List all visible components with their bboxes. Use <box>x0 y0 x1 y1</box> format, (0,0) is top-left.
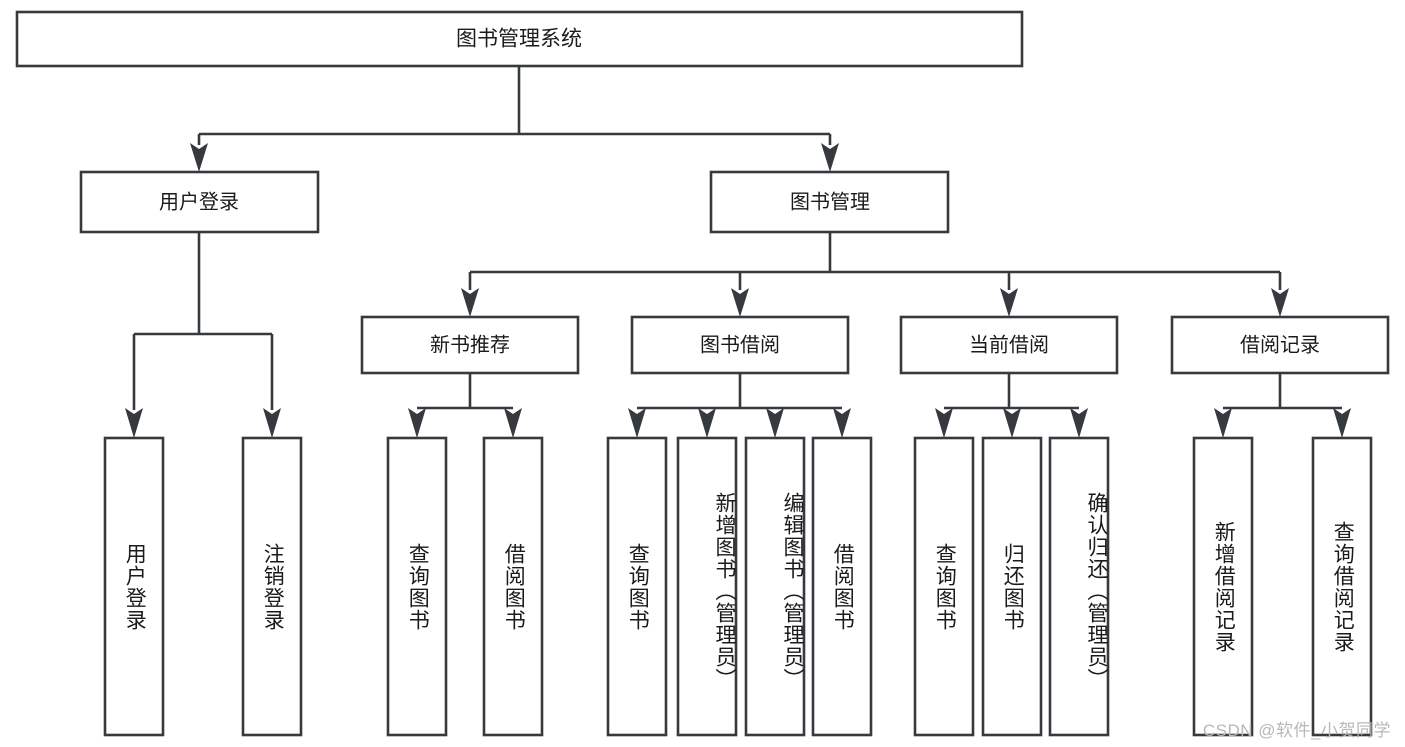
arrow-root-to-user-login <box>190 143 208 172</box>
arrow-new-book-leaf1 <box>408 408 426 438</box>
arrow-borrow-leaf1 <box>628 408 646 438</box>
arrow-book-mgmt-to-new-book <box>461 288 479 317</box>
node-book-borrow-box[interactable] <box>630 315 850 375</box>
leaf-current-borrow-1-box[interactable] <box>913 436 975 737</box>
leaf-current-borrow-2-box[interactable] <box>981 436 1043 737</box>
leaf-new-book-2-box[interactable] <box>482 436 544 737</box>
arrow-current-leaf1 <box>935 408 953 438</box>
watermark-text: CSDN @软件_小贺同学 <box>1202 721 1391 740</box>
node-root-box[interactable] <box>15 10 1024 68</box>
leaf-book-borrow-3-box[interactable] <box>744 436 806 737</box>
leaf-book-borrow-1-box[interactable] <box>606 436 668 737</box>
node-borrow-record-box[interactable] <box>1170 315 1390 375</box>
node-borrow-record-label: 借阅记录 <box>1240 333 1320 356</box>
node-current-borrow-box[interactable] <box>899 315 1119 375</box>
nodes-layer: 图书管理系统 用户登录 图书管理 新书推荐 图书借阅 当前借阅 借阅记录 <box>15 10 1390 737</box>
node-book-mgmt-label: 图书管理 <box>790 190 870 213</box>
arrow-user-login-leaf1 <box>125 408 143 438</box>
arrow-book-mgmt-to-current <box>1000 288 1018 317</box>
node-new-book-box[interactable] <box>360 315 580 375</box>
node-user-login-box[interactable] <box>79 170 320 234</box>
arrow-borrow-leaf4 <box>833 408 851 438</box>
node-root-label: 图书管理系统 <box>456 28 582 51</box>
arrow-new-book-leaf2 <box>504 408 522 438</box>
leaf-book-borrow-4-box[interactable] <box>811 436 873 737</box>
arrow-book-mgmt-to-borrow <box>731 288 749 317</box>
arrow-current-leaf2 <box>1003 408 1021 438</box>
node-current-borrow-label: 当前借阅 <box>969 333 1049 356</box>
leaf-borrow-record-2-box[interactable] <box>1311 436 1373 737</box>
arrow-borrow-leaf2 <box>698 408 716 438</box>
node-book-borrow-label: 图书借阅 <box>700 333 780 356</box>
node-user-login-label: 用户登录 <box>159 190 239 213</box>
arrow-root-to-book-mgmt <box>821 143 839 172</box>
leaf-book-borrow-2-box[interactable] <box>676 436 738 737</box>
arrow-current-leaf3 <box>1070 408 1088 438</box>
leaf-new-book-1-box[interactable] <box>386 436 448 737</box>
arrow-book-mgmt-to-record <box>1271 288 1289 317</box>
arrow-record-leaf2 <box>1333 408 1351 438</box>
arrow-record-leaf1 <box>1214 408 1232 438</box>
arrow-user-login-leaf2 <box>263 408 281 438</box>
leaf-current-borrow-3-box[interactable] <box>1048 436 1110 737</box>
node-book-mgmt-box[interactable] <box>709 170 950 234</box>
node-new-book-label: 新书推荐 <box>430 333 510 356</box>
leaf-user-login-1-box[interactable] <box>103 436 165 737</box>
edges-layer <box>125 66 1351 438</box>
leaf-borrow-record-1-box[interactable] <box>1192 436 1254 737</box>
arrow-borrow-leaf3 <box>766 408 784 438</box>
leaf-user-login-2-box[interactable] <box>241 436 303 737</box>
